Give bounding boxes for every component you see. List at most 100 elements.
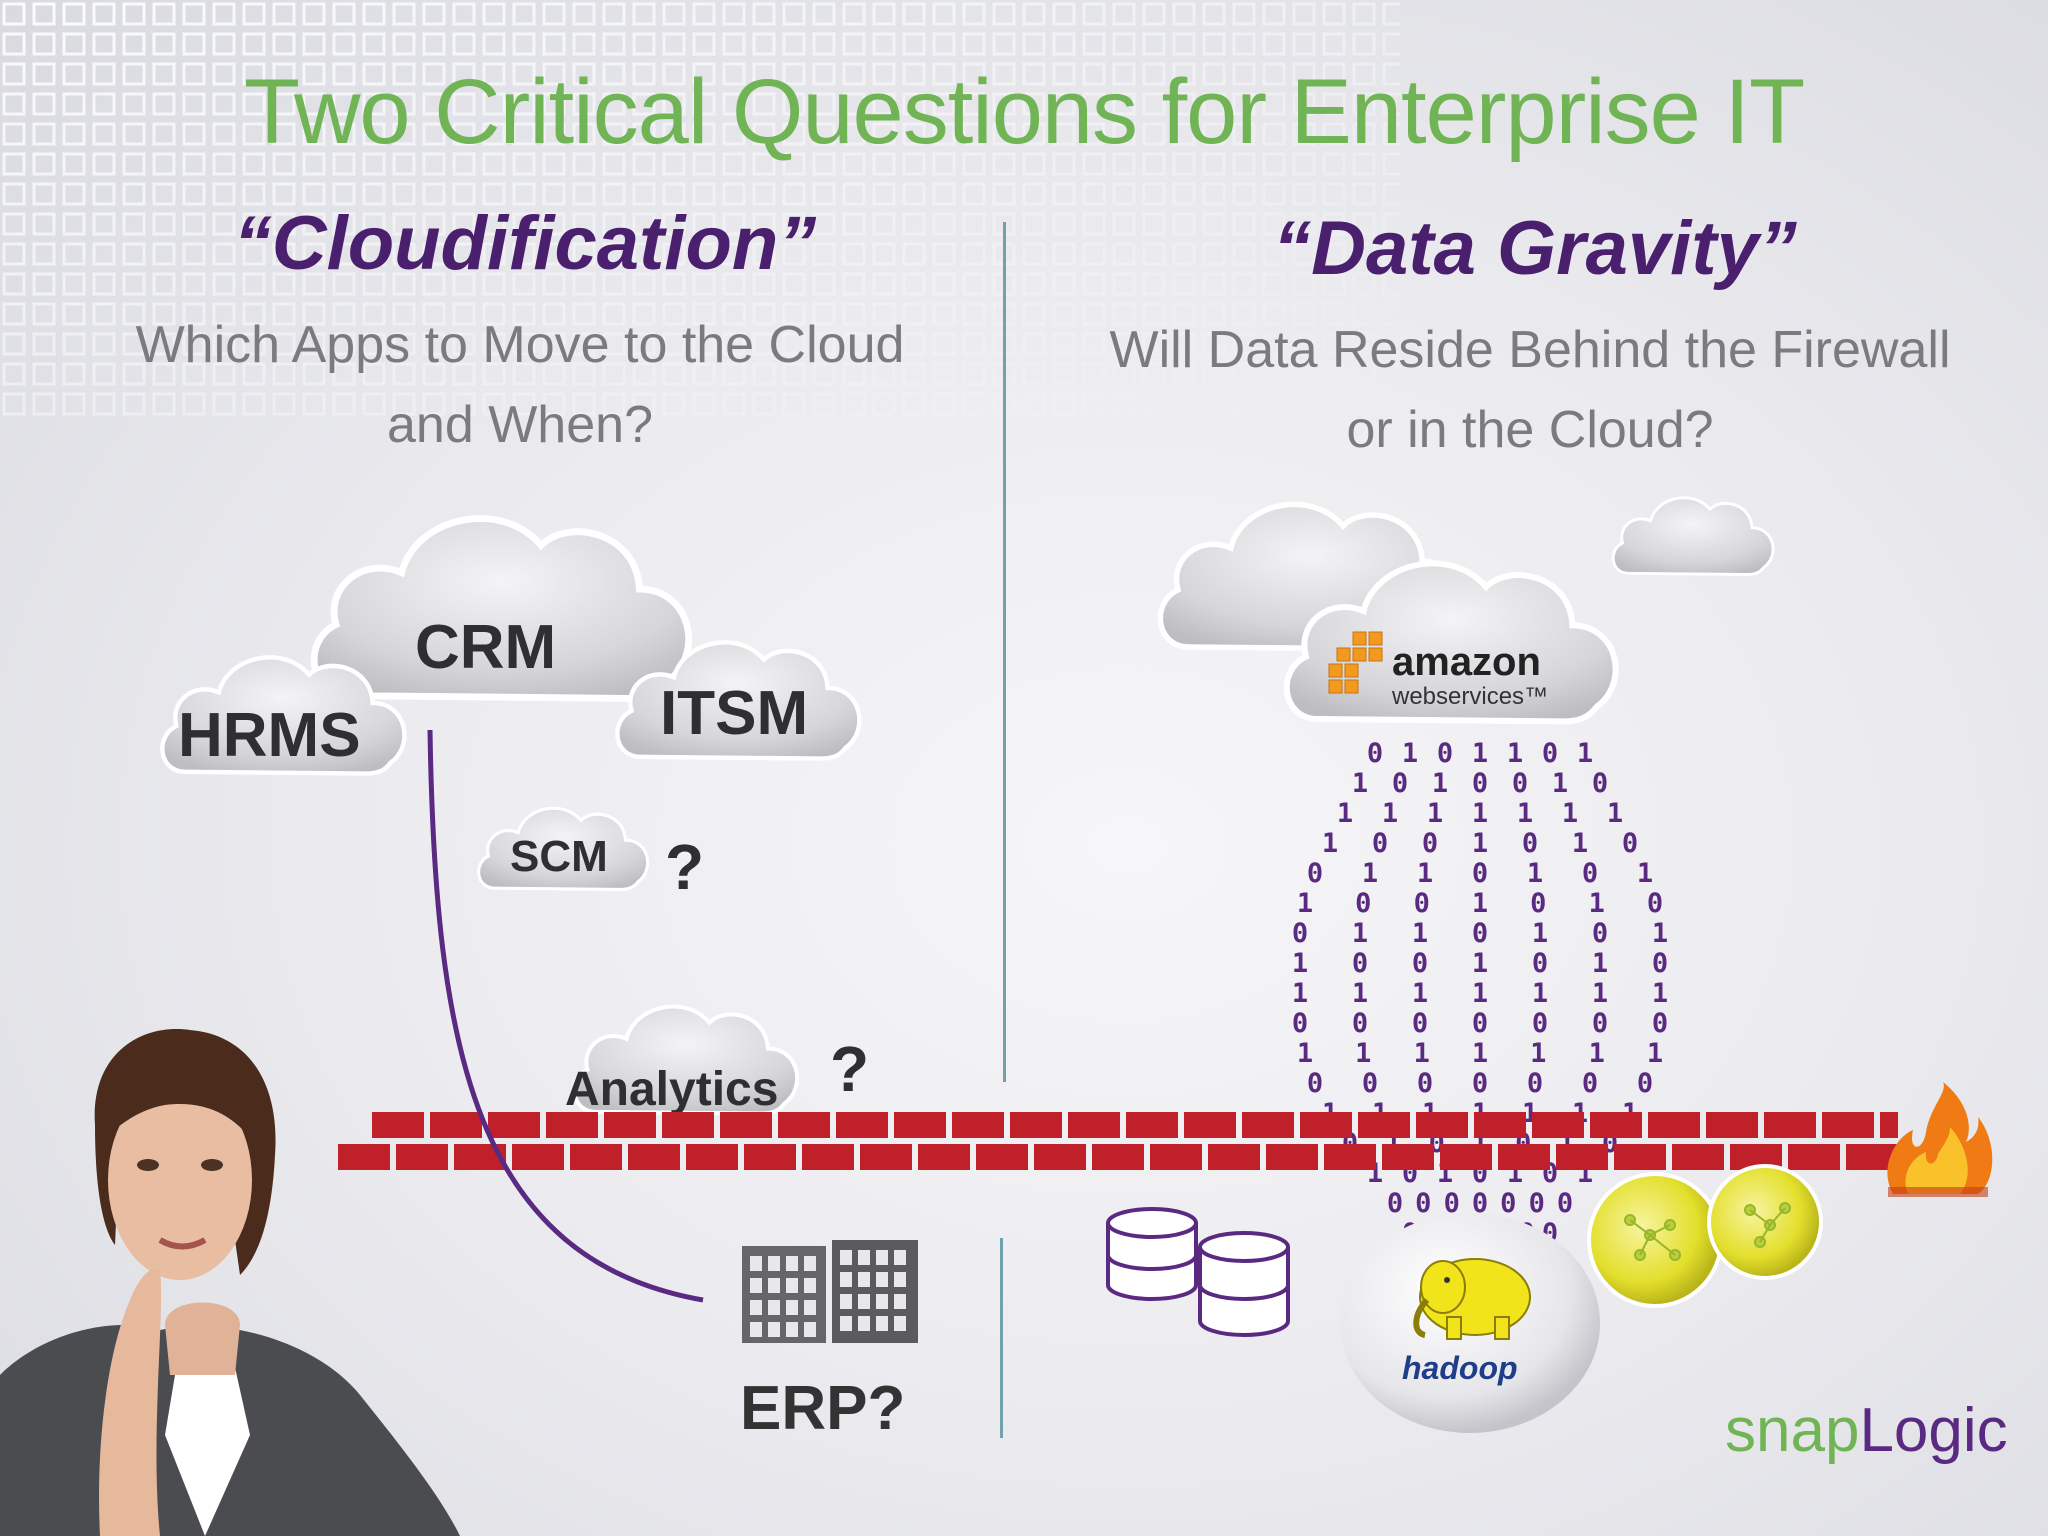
firewall-brick — [1034, 1144, 1086, 1170]
hrms-label: HRMS — [178, 701, 361, 770]
building-window — [750, 1256, 762, 1271]
itsm-label: ITSM — [660, 679, 809, 748]
firewall-brick — [1822, 1112, 1874, 1138]
binary-digit: 0 — [1529, 1188, 1545, 1219]
binary-digit: 0 — [1592, 768, 1608, 799]
firewall-brick — [744, 1144, 796, 1170]
crm-label: CRM — [415, 613, 557, 682]
binary-digit: 1 — [1472, 888, 1488, 919]
snaplogic-logo-part2: Logic — [1859, 1396, 2008, 1465]
firewall-brick — [1068, 1112, 1120, 1138]
firewall-brick — [604, 1112, 656, 1138]
firewall-brick — [488, 1112, 540, 1138]
data-gravity-question-line1: Will Data Reside Behind the Firewall — [1109, 321, 1951, 379]
binary-digit: 1 — [1607, 798, 1623, 829]
binary-digit: 1 — [1472, 948, 1488, 979]
aws-logo-text: amazon — [1392, 640, 1541, 684]
firewall-brick — [1324, 1144, 1376, 1170]
firewall-brick — [1092, 1144, 1144, 1170]
firewall-brick — [720, 1112, 772, 1138]
binary-digit: 0 — [1307, 858, 1323, 889]
binary-digit: 0 — [1472, 918, 1488, 949]
firewall-brick — [570, 1144, 622, 1170]
binary-digit: 0 — [1472, 1188, 1488, 1219]
building-window — [894, 1294, 906, 1309]
binary-digit: 1 — [1472, 1038, 1488, 1069]
building-window — [768, 1322, 780, 1337]
grid-pattern-decoration — [0, 0, 1400, 420]
building-window — [894, 1272, 906, 1287]
binary-digit: 0 — [1652, 1008, 1668, 1039]
binary-digit: 1 — [1417, 858, 1433, 889]
firewall-brick — [918, 1144, 970, 1170]
binary-digit: 0 — [1412, 1008, 1428, 1039]
firewall-brick — [1648, 1112, 1700, 1138]
binary-digit: 0 — [1387, 1188, 1403, 1219]
firewall-brick — [836, 1112, 888, 1138]
building-window — [804, 1300, 816, 1315]
firewall-brick — [1614, 1144, 1666, 1170]
binary-digit: 1 — [1572, 828, 1588, 859]
small-cloud-icon — [1611, 495, 1775, 577]
binary-digit: 1 — [1532, 978, 1548, 1009]
binary-digit: 1 — [1589, 888, 1605, 919]
binary-digit: 0 — [1412, 948, 1428, 979]
firewall-brick — [1880, 1112, 1898, 1138]
data-network-sphere-icon — [1587, 1164, 1823, 1308]
binary-digit: 1 — [1402, 740, 1418, 769]
data-gravity-question-line2: or in the Cloud? — [1346, 401, 1714, 459]
binary-digit: 1 — [1352, 978, 1368, 1009]
binary-digit: 0 — [1352, 948, 1368, 979]
binary-digit: 1 — [1337, 798, 1353, 829]
binary-digit: 0 — [1622, 828, 1638, 859]
firewall-brick — [396, 1144, 448, 1170]
binary-digit: 1 — [1355, 1038, 1371, 1069]
binary-digit: 1 — [1292, 978, 1308, 1009]
building-window — [858, 1272, 870, 1287]
binary-digit: 0 — [1647, 888, 1663, 919]
binary-digit: 1 — [1472, 798, 1488, 829]
binary-digit: 0 — [1512, 768, 1528, 799]
binary-digit: 0 — [1472, 1068, 1488, 1099]
building-window — [768, 1278, 780, 1293]
binary-digit: 1 — [1472, 828, 1488, 859]
firewall-brick — [372, 1112, 424, 1138]
building-window — [768, 1300, 780, 1315]
binary-digit: 1 — [1552, 768, 1568, 799]
binary-digit: 1 — [1562, 798, 1578, 829]
snaplogic-logo: snapLogic — [1725, 1395, 2008, 1466]
binary-digit: 0 — [1652, 948, 1668, 979]
binary-digit: 1 — [1362, 858, 1378, 889]
data-gravity-question: Will Data Reside Behind the Firewall or … — [1040, 310, 2020, 470]
binary-digit: 0 — [1372, 828, 1388, 859]
building-window — [750, 1322, 762, 1337]
office-building-icon — [742, 1240, 918, 1343]
binary-digit: 1 — [1532, 918, 1548, 949]
binary-digit: 0 — [1444, 1188, 1460, 1219]
binary-digit: 0 — [1530, 888, 1546, 919]
binary-digit: 0 — [1532, 1008, 1548, 1039]
binary-digit: 0 — [1557, 1188, 1573, 1219]
firewall-brick — [802, 1144, 854, 1170]
binary-digit: 0 — [1417, 1068, 1433, 1099]
binary-digit: 0 — [1422, 828, 1438, 859]
firewall-brick — [628, 1144, 680, 1170]
binary-digit: 0 — [1367, 740, 1383, 769]
building-window — [786, 1278, 798, 1293]
building-window — [804, 1278, 816, 1293]
binary-digit: 0 — [1307, 1068, 1323, 1099]
cloudification-question-line2: and When? — [387, 396, 653, 454]
binary-digit: 1 — [1637, 858, 1653, 889]
binary-digit: 1 — [1427, 798, 1443, 829]
binary-digit: 1 — [1507, 740, 1523, 769]
binary-digit: 0 — [1437, 740, 1453, 769]
column-divider-top — [1003, 222, 1006, 1082]
binary-digit: 0 — [1527, 1068, 1543, 1099]
firewall-brick — [1150, 1144, 1202, 1170]
firewall-brick — [1474, 1112, 1526, 1138]
binary-digit: 0 — [1472, 768, 1488, 799]
binary-digit: 0 — [1392, 768, 1408, 799]
firewall-brick — [430, 1112, 482, 1138]
hadoop-elephant-icon — [1413, 1258, 1531, 1340]
